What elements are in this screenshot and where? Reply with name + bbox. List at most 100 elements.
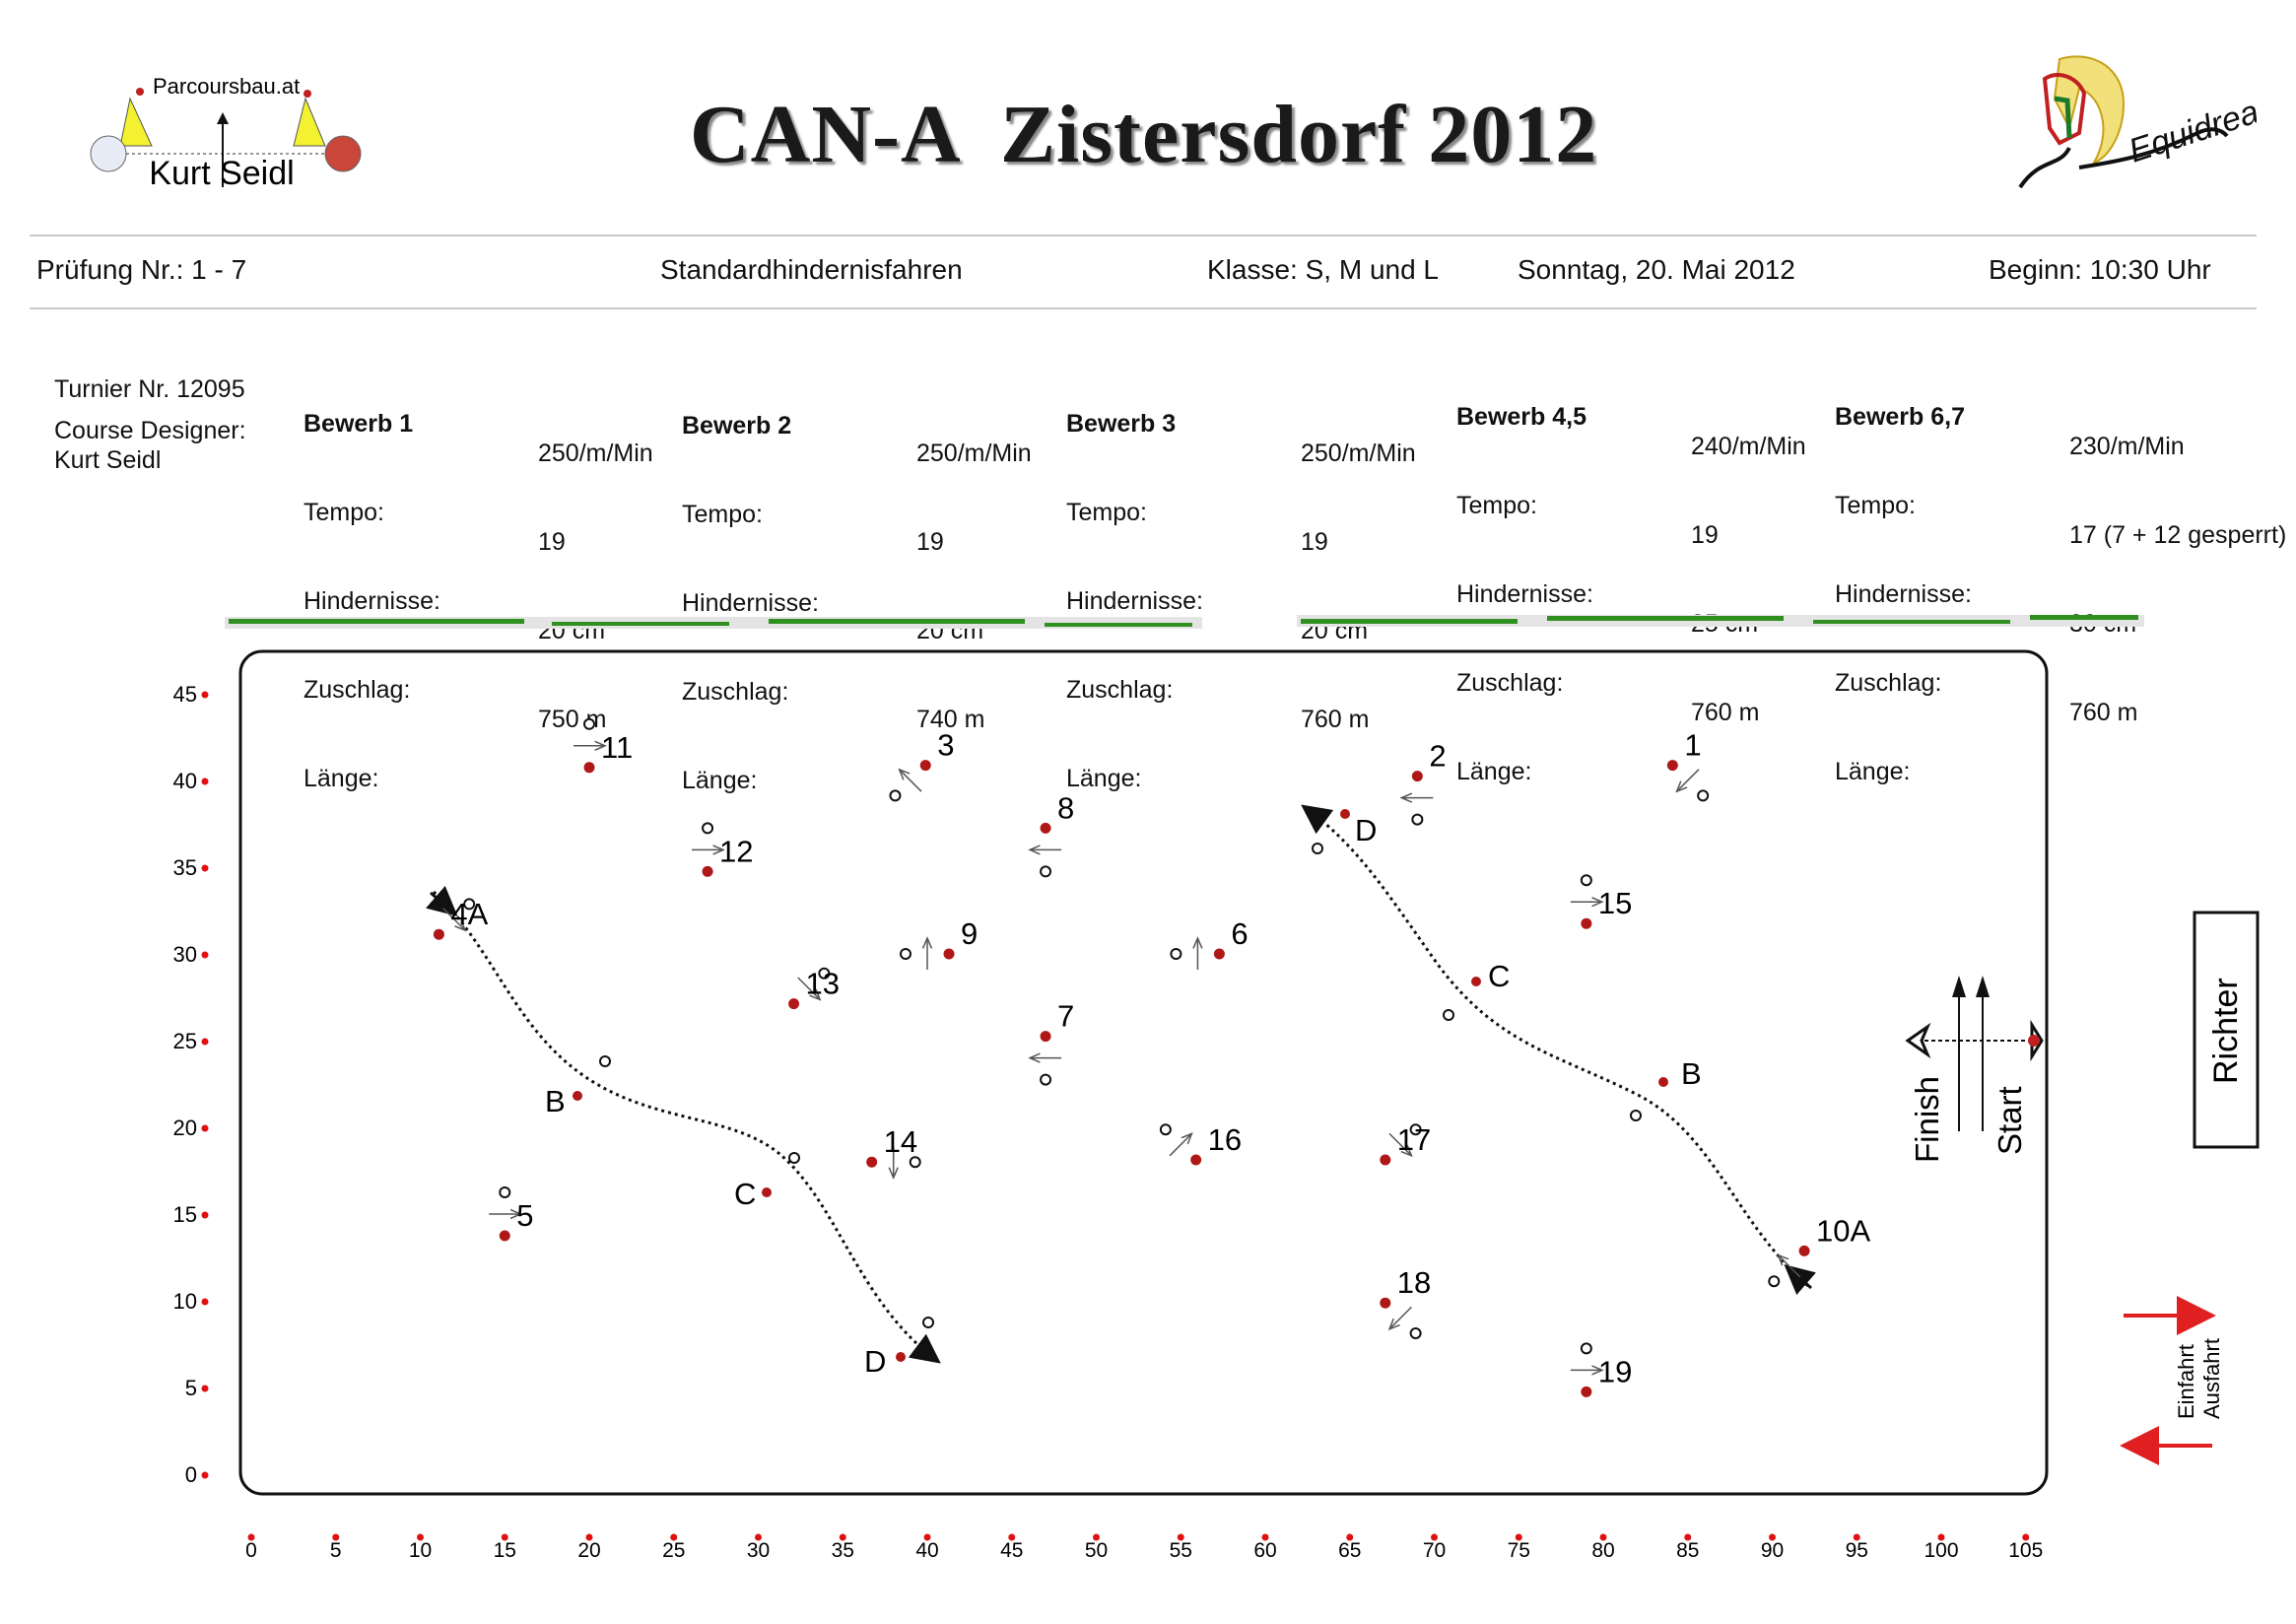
driving-direction-arrow xyxy=(900,770,922,792)
combo-left-b: B xyxy=(545,1055,611,1118)
obstacle-post-red xyxy=(702,865,713,877)
x-tick: 75 xyxy=(1508,1533,1530,1562)
obstacle-post-white xyxy=(1580,874,1592,887)
obstacle-post-red xyxy=(1581,1386,1592,1397)
y-tick-label: 30 xyxy=(173,942,197,967)
arena-border xyxy=(238,649,2049,1496)
obstacle-3: 3 xyxy=(889,728,955,802)
obstacle-1: 1 xyxy=(1666,728,1710,802)
bewerb-block-3: Bewerb 3 Tempo: Hindernisse: Zuschlag: L… xyxy=(1066,350,1203,823)
entry-arrow-4a xyxy=(426,885,458,916)
x-tick: 10 xyxy=(409,1533,432,1562)
y-tick: 0 xyxy=(185,1462,209,1487)
obstacle-post-white xyxy=(1170,948,1182,960)
obstacle-post-red xyxy=(1581,917,1592,929)
combo-right-c: C xyxy=(1443,959,1510,1021)
page-title: CAN-A Zistersdorf 2012 xyxy=(690,89,1598,180)
y-tick-label: 35 xyxy=(173,855,197,880)
einfahrt-label: Einfahrt xyxy=(2174,1344,2198,1419)
obstacle-post-white xyxy=(889,789,902,802)
driving-direction-arrow xyxy=(1388,1132,1411,1155)
klasse: Klasse: S, M und L xyxy=(1207,254,1440,285)
obstacle-post-white xyxy=(900,948,912,960)
obstacle-post-white xyxy=(1409,1123,1422,1136)
entry-arrow-10a xyxy=(1784,1264,1816,1296)
bewerb-block-4: Bewerb 4,5 Tempo: Hindernisse: Zuschlag:… xyxy=(1456,343,1593,816)
x-tick-label: 35 xyxy=(832,1539,854,1562)
svg-text:C: C xyxy=(734,1177,756,1211)
laenge-label: Länge: xyxy=(304,765,379,792)
x-tick: 0 xyxy=(245,1533,257,1562)
svg-text:D: D xyxy=(1355,813,1377,847)
obstacle-post-red xyxy=(1040,1031,1051,1043)
laenge-value: 740 m xyxy=(916,706,985,733)
obstacle-post-red xyxy=(1380,1154,1391,1166)
x-tick-label: 100 xyxy=(1924,1539,1958,1562)
y-tick-label: 20 xyxy=(173,1116,197,1140)
x-tick-label: 95 xyxy=(1846,1539,1868,1562)
pruefung-nr: Prüfung Nr.: 1 - 7 xyxy=(36,254,247,285)
beginn: Beginn: 10:30 Uhr xyxy=(1989,254,2211,285)
x-tick: 45 xyxy=(1000,1533,1023,1562)
obstacle-number: 9 xyxy=(961,916,978,951)
hindernisse-value: 19 xyxy=(538,528,566,556)
obstacle-number: 5 xyxy=(516,1198,533,1233)
y-tick-label: 5 xyxy=(185,1376,197,1400)
ausfahrt-label: Ausfahrt xyxy=(2199,1338,2224,1419)
bewerb-title: Bewerb 6,7 xyxy=(1835,403,1966,431)
x-tick-label: 75 xyxy=(1508,1539,1530,1562)
bewerb-values-4: 240/m/Min 19 25 cm 760 m xyxy=(1691,372,1806,757)
x-tick: 95 xyxy=(1846,1533,1868,1562)
obstacle-post-red xyxy=(499,1230,510,1242)
laenge-value: 750 m xyxy=(538,706,607,733)
bewerb-block-2: Bewerb 2 Tempo: Hindernisse: Zuschlag: L… xyxy=(682,352,819,825)
y-tick: 5 xyxy=(185,1376,209,1400)
laenge-label: Länge: xyxy=(1835,758,1911,785)
obstacle-5: 5 xyxy=(489,1186,534,1242)
tempo-label: Tempo: xyxy=(1456,492,1537,519)
hindernisse-label: Hindernisse: xyxy=(1066,587,1203,615)
x-tick: 100 xyxy=(1924,1533,1959,1562)
obstacle-12: 12 xyxy=(692,822,754,877)
hindernisse-label: Hindernisse: xyxy=(1456,580,1593,608)
logo-left-top: Parcoursbau.at xyxy=(153,74,300,99)
combo-left-c: C xyxy=(734,1152,800,1211)
hindernisse-value: 19 xyxy=(1301,528,1328,556)
svg-text:B: B xyxy=(1681,1056,1702,1091)
obstacle-post-white xyxy=(583,717,595,730)
x-tick: 65 xyxy=(1338,1533,1361,1562)
divider-bottom xyxy=(30,307,2257,309)
tempo-label: Tempo: xyxy=(682,501,763,528)
obstacle-19: 19 xyxy=(1570,1342,1632,1397)
obstacle-number: 8 xyxy=(1057,790,1074,825)
hindernisse-label: Hindernisse: xyxy=(1835,580,1972,608)
obstacle-post-red xyxy=(1666,760,1678,772)
x-tick-label: 85 xyxy=(1676,1539,1699,1562)
tempo-label: Tempo: xyxy=(1066,499,1147,526)
y-tick-label: 40 xyxy=(173,769,197,793)
y-tick-label: 0 xyxy=(185,1462,197,1487)
y-tick: 20 xyxy=(173,1116,209,1140)
obstacle-9: 9 xyxy=(900,916,978,970)
hindernisse-label: Hindernisse: xyxy=(682,589,819,617)
obstacle-post-red xyxy=(943,948,955,960)
x-tick-label: 20 xyxy=(577,1539,600,1562)
obstacle-10a: 10A xyxy=(1768,1213,1871,1288)
obstacle-post-red xyxy=(1190,1154,1202,1166)
bewerb-title: Bewerb 4,5 xyxy=(1456,403,1587,431)
svg-text:B: B xyxy=(545,1084,566,1118)
y-tick-label: 25 xyxy=(173,1029,197,1053)
obstacle-post-white xyxy=(1697,789,1710,802)
x-tick: 60 xyxy=(1253,1533,1277,1562)
obstacle-post-white xyxy=(1411,813,1424,826)
y-tick-label: 15 xyxy=(173,1202,197,1227)
laenge-label: Länge: xyxy=(1456,758,1532,785)
combo-right-d: D xyxy=(1312,809,1377,854)
obstacle-post-red xyxy=(919,760,931,772)
x-tick: 30 xyxy=(747,1533,770,1562)
obstacle-4a: 4A xyxy=(433,897,489,940)
hindernisse-value: 19 xyxy=(916,528,944,556)
x-tick-label: 50 xyxy=(1085,1539,1108,1562)
